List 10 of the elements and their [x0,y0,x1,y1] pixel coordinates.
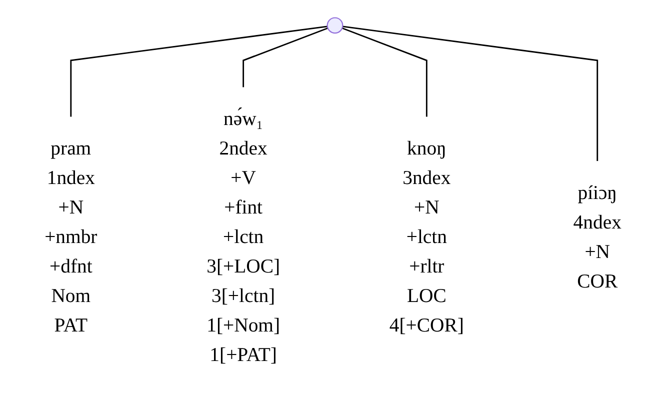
connector [342,26,598,162]
connector [342,27,428,118]
connector [70,26,328,118]
node-text: píiɔŋ 4ndex +N COR [573,181,622,292]
tree-diagram: pram 1ndex +N +nmbr +dfnt Nom PAT nə́w₁ 2ndex +V +fint +lctn 3[+LOC] 3[+lctn] 1[+Nom] 1[+PAT] knoŋ 3ndex +N +lctn +rltr LOC 4[+COR] píiɔŋ 4ndex +N COR [3,8,663,396]
connector [242,27,328,88]
node-point [326,17,344,34]
node-text: knoŋ 3ndex +N +lctn +rltr LOC 4[+COR] [389,136,464,336]
node-text: pram 1ndex +N +nmbr +dfnt Nom PAT [44,136,98,336]
node-text: nə́w₁ 2ndex +V +fint +lctn 3[+LOC] 3[+lctn] 1[+Nom] 1[+PAT] [206,107,280,366]
